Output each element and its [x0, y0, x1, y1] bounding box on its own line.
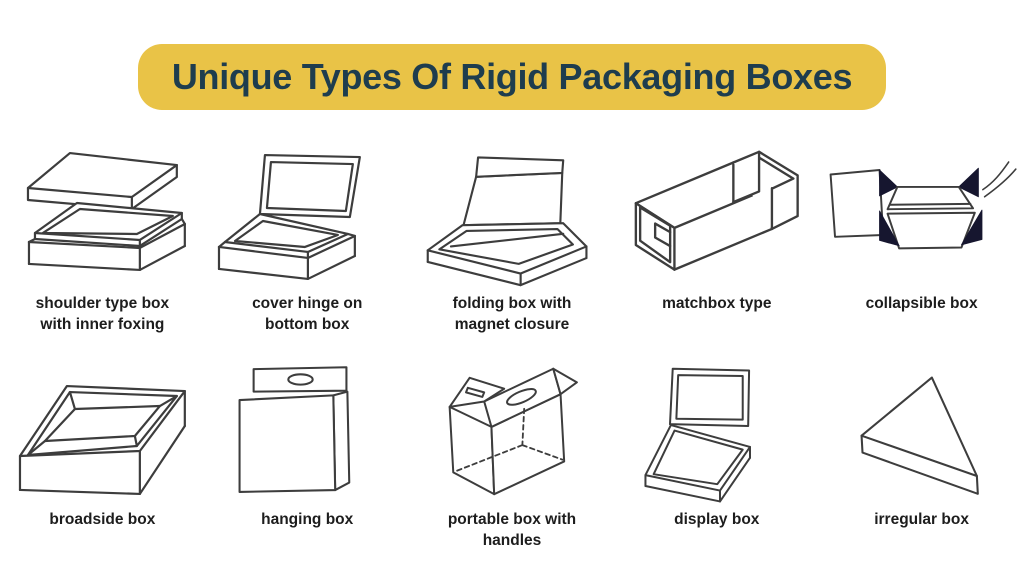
- card-hanging-box: hanging box: [205, 356, 410, 551]
- box-label: broadside box: [49, 511, 156, 528]
- card-portable-box: portable box with handles: [410, 356, 615, 551]
- card-cover-hinge-box: cover hinge on bottom box: [205, 140, 410, 335]
- box-grid-row-2: broadside box hanging box: [0, 356, 1024, 551]
- card-broadside-box: broadside box: [0, 356, 205, 551]
- box-label: display box: [674, 511, 760, 528]
- ribbon: [984, 168, 1017, 198]
- broadside-box-illustration: [18, 384, 186, 496]
- box-label: shoulder type box with inner foxing: [35, 295, 170, 333]
- card-display-box: display box: [614, 356, 819, 551]
- hidden-edges: [453, 407, 563, 473]
- box-label: cover hinge on bottom box: [252, 295, 363, 333]
- box-label: folding box with magnet closure: [452, 295, 572, 333]
- header: Unique Types Of Rigid Packaging Boxes: [0, 44, 1024, 110]
- corner-fold: [879, 210, 900, 247]
- handle-hole: [505, 388, 537, 406]
- irregular-box-illustration: [861, 376, 980, 495]
- box-label: irregular box: [874, 511, 969, 528]
- hanging-box-illustration: [238, 366, 351, 493]
- shoulder-type-box-illustration: [26, 151, 186, 272]
- display-box-illustration: [644, 367, 752, 503]
- card-matchbox: matchbox type: [614, 140, 819, 335]
- card-collapsible-box: collapsible box: [819, 140, 1024, 335]
- cover-hinge-box-illustration: [217, 153, 361, 281]
- corner-fold: [958, 167, 980, 198]
- matchbox-illustration: [634, 150, 799, 271]
- box-label: matchbox type: [662, 295, 772, 312]
- portable-handle-box-illustration: [448, 367, 578, 496]
- card-shoulder-type-box: shoulder type box with inner foxing: [0, 140, 205, 335]
- folding-magnet-box-illustration: [426, 156, 588, 287]
- corner-fold: [961, 209, 983, 246]
- card-irregular-box: irregular box: [819, 356, 1024, 551]
- box-label: collapsible box: [865, 295, 978, 312]
- collapsible-box-illustration: [829, 161, 1017, 250]
- box-label: portable box with handles: [447, 511, 577, 549]
- box-label: hanging box: [261, 511, 354, 528]
- handle-slot: [464, 386, 485, 398]
- corner-fold: [879, 169, 898, 197]
- ribbon: [982, 161, 1010, 191]
- box-grid-row-1: shoulder type box with inner foxing cove…: [0, 140, 1024, 335]
- hang-hole: [287, 373, 314, 386]
- page-title: Unique Types Of Rigid Packaging Boxes: [137, 44, 887, 110]
- card-folding-magnet-box: folding box with magnet closure: [410, 140, 615, 335]
